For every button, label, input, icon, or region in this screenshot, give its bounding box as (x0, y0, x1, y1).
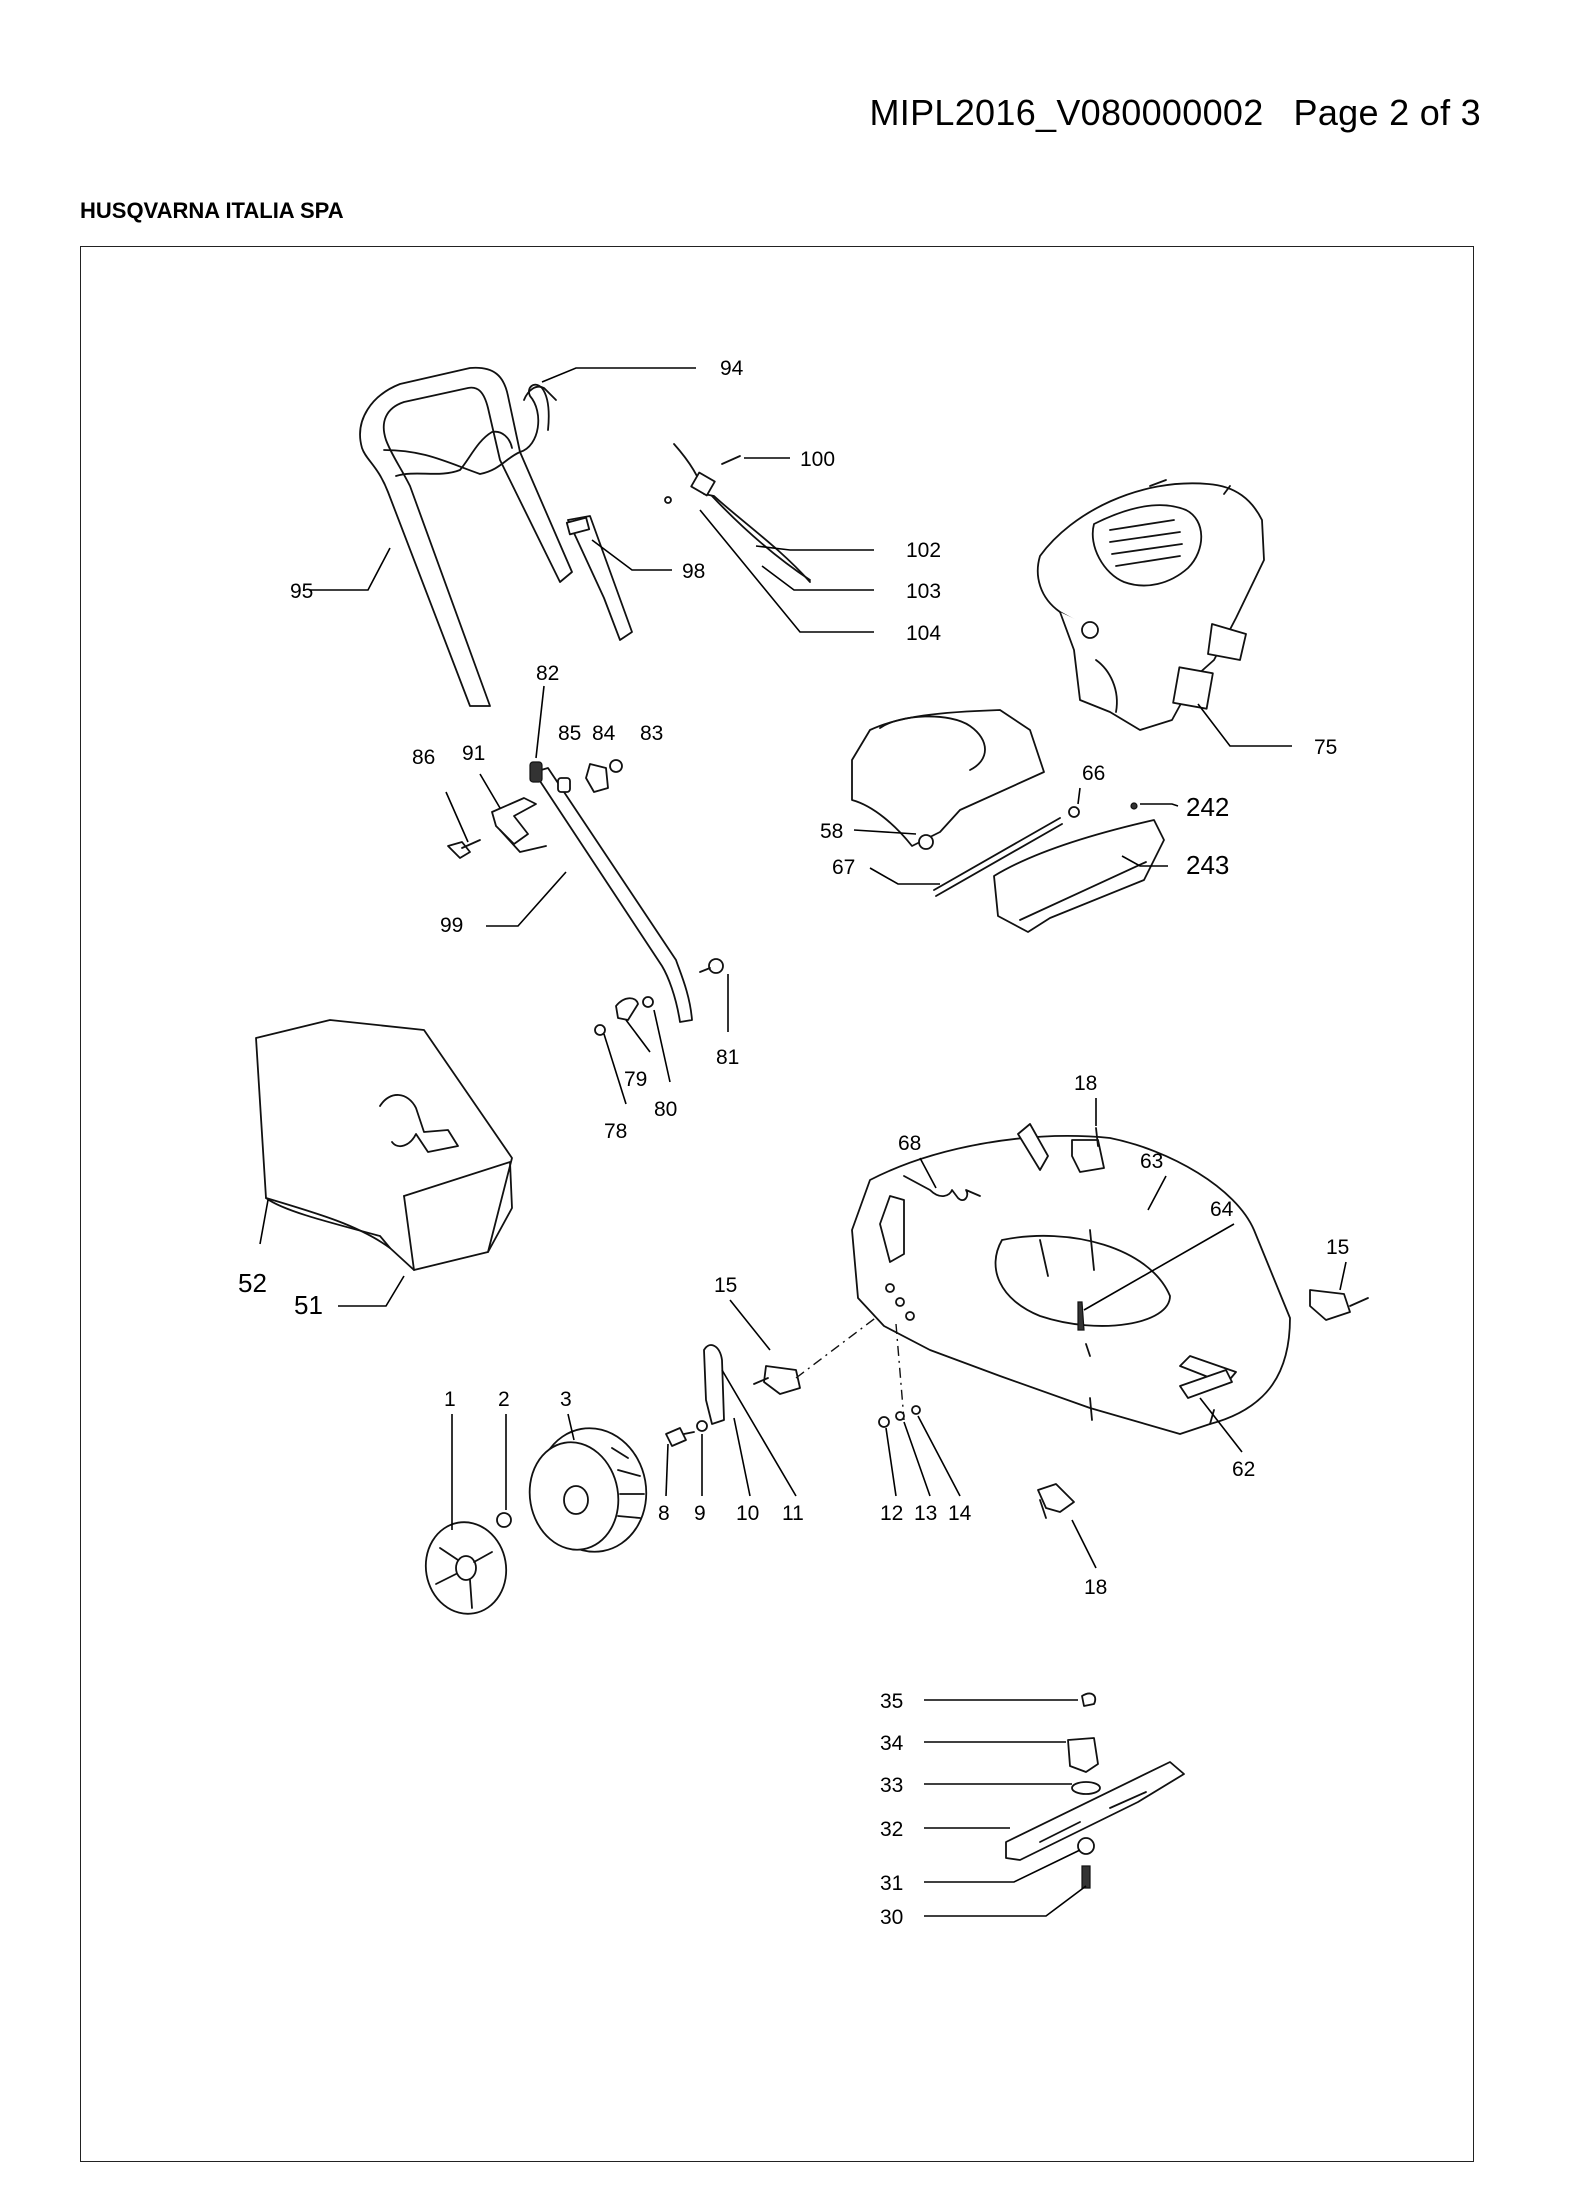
label-79: 79 (624, 1068, 647, 1091)
bracket-91 (491, 797, 547, 853)
small-parts-12-13-14 (878, 1405, 921, 1428)
hubcap-1 (424, 1521, 508, 1615)
label-9: 9 (694, 1502, 706, 1525)
height-lever-10 (703, 1344, 725, 1425)
label-14: 14 (948, 1502, 972, 1525)
document-id: MIPL2016_V080000002 (869, 92, 1264, 133)
label-3: 3 (560, 1388, 572, 1411)
knob-79 (615, 997, 639, 1021)
bracket-15-right (1309, 1289, 1369, 1321)
label-81: 81 (716, 1046, 739, 1069)
label-18-bottom: 18 (1084, 1576, 1107, 1599)
label-31: 31 (880, 1872, 903, 1895)
label-15-left: 15 (714, 1274, 737, 1297)
label-35: 35 (880, 1690, 903, 1713)
hinge-18-bottom (1037, 1483, 1075, 1519)
bolt-8 (665, 1427, 695, 1447)
label-1: 1 (444, 1388, 456, 1411)
label-10: 10 (736, 1502, 759, 1525)
label-15-right: 15 (1326, 1236, 1349, 1259)
label-243: 243 (1186, 850, 1229, 880)
wheel-3 (528, 1427, 648, 1553)
spring-82 (529, 761, 543, 783)
rod-67 (933, 817, 1063, 897)
label-84: 84 (592, 722, 616, 745)
label-78: 78 (604, 1120, 627, 1143)
nut-78 (594, 1024, 606, 1036)
upper-handle (359, 366, 573, 707)
engine-75 (1036, 479, 1265, 731)
page-number: Page 2 of 3 (1293, 92, 1481, 133)
label-52: 52 (238, 1268, 267, 1298)
leader-lines (259, 367, 1347, 1917)
hinge-18-top (1071, 1127, 1105, 1173)
label-80: 80 (654, 1098, 677, 1121)
bracket-15-left (753, 1365, 801, 1395)
label-64: 64 (1210, 1198, 1234, 1221)
label-33: 33 (880, 1774, 903, 1797)
label-58: 58 (820, 820, 843, 843)
bolt-86 (447, 839, 481, 859)
knob-parts-83-84-85 (557, 759, 623, 793)
label-99: 99 (440, 914, 463, 937)
label-85: 85 (558, 722, 581, 745)
label-104: 104 (906, 622, 941, 645)
label-75: 75 (1314, 736, 1337, 759)
washer-9 (696, 1420, 708, 1432)
label-62 (1179, 1369, 1233, 1399)
bolt-64 (1077, 1301, 1085, 1331)
label-30: 30 (880, 1906, 903, 1929)
label-8: 8 (658, 1502, 670, 1525)
control-bail-94 (383, 383, 550, 475)
blade-parts-30-35 (1005, 1692, 1185, 1889)
washer-80 (642, 996, 654, 1008)
label-103: 103 (906, 580, 941, 603)
label-18-top: 18 (1074, 1072, 1097, 1095)
grass-bag-51-52 (255, 1019, 513, 1271)
label-102: 102 (906, 539, 941, 562)
label-34: 34 (880, 1732, 904, 1755)
label-13: 13 (914, 1502, 937, 1525)
throttle-cable-102-104 (664, 443, 811, 583)
label-100: 100 (800, 448, 835, 471)
axle-line (795, 1315, 905, 1421)
nut-2 (496, 1512, 512, 1528)
label-82: 82 (536, 662, 559, 685)
diagram-frame (80, 246, 1474, 2162)
label-98: 98 (682, 560, 705, 583)
label-11: 11 (782, 1502, 804, 1525)
label-67: 67 (832, 856, 855, 879)
pin-242 (1130, 802, 1138, 810)
spring-68 (903, 1175, 981, 1202)
label-62: 62 (1232, 1458, 1255, 1481)
label-94: 94 (720, 357, 744, 380)
bolt-81 (699, 958, 724, 974)
lower-handle-99 (531, 767, 693, 1023)
label-83: 83 (640, 722, 663, 745)
label-242: 242 (1186, 792, 1229, 822)
label-86: 86 (412, 746, 435, 769)
washer-66 (1068, 806, 1080, 818)
label-68: 68 (898, 1132, 921, 1155)
mulch-plug-243 (993, 819, 1165, 933)
mower-deck-63 (851, 1123, 1291, 1435)
label-51: 51 (294, 1290, 323, 1320)
label-63: 63 (1140, 1150, 1163, 1173)
label-12: 12 (880, 1502, 903, 1525)
handle-bracket-98 (565, 515, 633, 641)
label-2: 2 (498, 1388, 510, 1411)
label-95: 95 (290, 580, 313, 603)
rear-flap-58 (851, 709, 1045, 850)
part-labels: 94 100 102 103 104 95 98 75 82 85 84 83 … (238, 357, 1349, 1929)
pin-100 (721, 455, 741, 465)
label-91: 91 (462, 742, 485, 765)
label-66: 66 (1082, 762, 1105, 785)
company-name: HUSQVARNA ITALIA SPA (80, 198, 344, 223)
label-32: 32 (880, 1818, 903, 1841)
document-header: MIPL2016_V080000002 Page 2 of 3 (840, 92, 1482, 134)
